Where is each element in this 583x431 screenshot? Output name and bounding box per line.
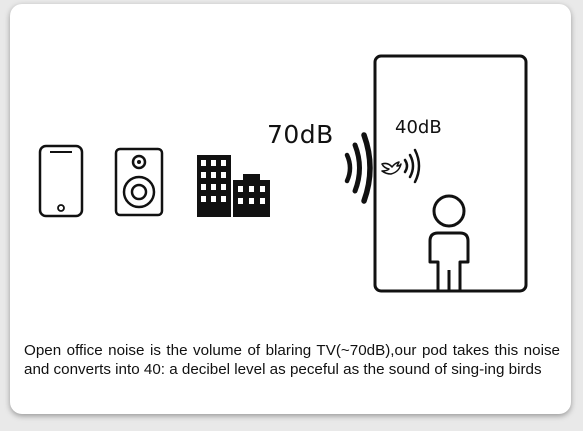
buildings-icon — [197, 155, 270, 217]
sound-waves-loud-icon — [344, 132, 373, 204]
speaker-icon — [114, 147, 164, 217]
sound-waves-soft-icon — [403, 148, 421, 184]
content-card — [10, 4, 571, 414]
bird-icon — [381, 161, 402, 175]
pod-outline — [373, 54, 528, 293]
caption-text: Open office noise is the volume of blari… — [24, 342, 560, 378]
inside-noise-level-label: 40dB — [395, 117, 442, 138]
smartphone-icon — [38, 144, 84, 218]
outside-noise-level-label: 70dB — [267, 120, 334, 149]
person-icon — [428, 194, 470, 293]
